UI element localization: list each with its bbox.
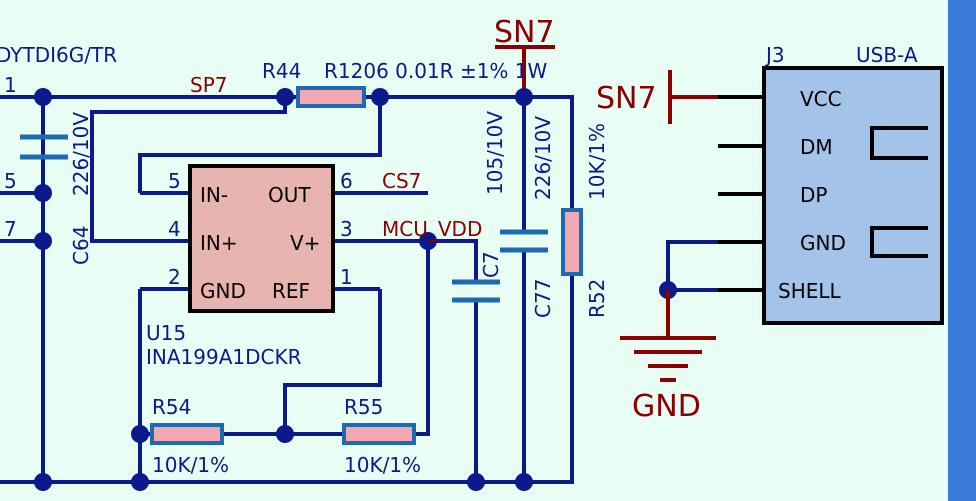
- label-u15-vplus: V+: [290, 231, 320, 255]
- label-r54-value: 10K/1%: [152, 453, 229, 477]
- label-u15-pin2: 2: [168, 265, 181, 289]
- label-r52-value: 10K/1%: [585, 123, 609, 200]
- label-u15-ref: REF: [272, 279, 310, 303]
- label-u15-out: OUT: [268, 183, 311, 207]
- label-j3-dm: DM: [800, 135, 833, 159]
- junction-dots: [34, 88, 677, 491]
- capacitor-c77: [500, 229, 548, 253]
- net-label-gnd: GND: [632, 389, 701, 424]
- resistor-r55: [342, 423, 416, 445]
- label-r55: R55: [344, 395, 383, 419]
- resistor-r54: [150, 423, 224, 445]
- label-j3-vcc: VCC: [800, 87, 842, 111]
- label-c7: C7: [479, 251, 503, 278]
- label-c64-value: 226/10V: [69, 112, 93, 196]
- junction-dot: [467, 473, 485, 491]
- label-pin-7-left: 7: [4, 217, 17, 241]
- label-u15-in-plus: IN+: [200, 231, 238, 255]
- label-r52: R52: [585, 279, 609, 318]
- wire-r55-right: [414, 241, 430, 436]
- label-u15-in-minus: IN-: [200, 183, 228, 207]
- label-j3-dp: DP: [800, 183, 827, 207]
- junction-dot: [131, 425, 149, 443]
- junction-dot: [34, 184, 52, 202]
- net-label-mcu-vdd: MCU_VDD: [382, 217, 482, 241]
- junction-dot: [34, 88, 52, 106]
- label-r44: R44: [262, 59, 301, 83]
- wire-u15-ref: [283, 289, 382, 434]
- label-u15-pin1: 1: [340, 265, 353, 289]
- gnd-symbol: [620, 290, 716, 382]
- label-j3: J3: [764, 43, 785, 67]
- label-c77-value: 226/10V: [531, 116, 555, 200]
- label-c7-value: 105/10V: [483, 111, 507, 195]
- label-u15-pin6: 6: [340, 169, 353, 193]
- label-j3-gnd: GND: [800, 231, 846, 255]
- connector-j3-brackets: [870, 126, 928, 258]
- connector-j3-pins: [718, 95, 764, 292]
- label-c77: C77: [531, 279, 555, 318]
- label-part-number: DYTDI6G/TR: [0, 43, 117, 67]
- capacitor-c7: [452, 279, 500, 303]
- wires: [0, 95, 574, 484]
- wire-in-plus: [90, 97, 287, 243]
- wire-in-minus: [138, 97, 382, 193]
- label-u15-gnd: GND: [200, 279, 246, 303]
- label-pin-1-left: 1: [4, 73, 17, 97]
- label-r55-value: 10K/1%: [344, 453, 421, 477]
- junction-dot: [131, 473, 149, 491]
- junction-dot: [34, 473, 52, 491]
- junction-dot: [276, 425, 294, 443]
- resistor-r52: [561, 208, 583, 276]
- label-u15-ref-des: U15: [146, 321, 186, 345]
- label-r44-value: R1206 0.01R ±1% 1W: [324, 59, 548, 83]
- wire-vplus: [380, 239, 478, 280]
- junction-dot: [515, 473, 533, 491]
- label-u15-pin5: 5: [168, 169, 181, 193]
- sn7-usb-symbol: [668, 70, 718, 124]
- label-u15-part: INA199A1DCKR: [146, 345, 302, 369]
- wire-top-rail-right: [364, 95, 574, 210]
- junction-dot: [371, 88, 389, 106]
- label-c64: C64: [69, 226, 93, 265]
- label-j3-type: USB-A: [856, 43, 918, 67]
- label-u15-pin4: 4: [168, 217, 181, 241]
- label-u15-pin3: 3: [340, 217, 353, 241]
- junction-dot: [515, 88, 533, 106]
- net-label-sn7-usb: SN7: [596, 81, 657, 116]
- right-edge-gap: [944, 0, 948, 501]
- wire-usb-gnd: [666, 240, 718, 292]
- capacitor-c64: [20, 134, 68, 160]
- label-pin-5-left: 5: [4, 169, 17, 193]
- junction-dot: [276, 88, 294, 106]
- wire-bottom-rail: [0, 274, 574, 484]
- ic-u15-body: [188, 164, 335, 313]
- net-label-sp7: SP7: [190, 73, 227, 97]
- label-j3-shell: SHELL: [778, 279, 842, 303]
- junction-dot: [419, 232, 437, 250]
- net-label-sn7-top: SN7: [494, 15, 555, 50]
- junction-dot: [34, 232, 52, 250]
- connector-j3-body: [762, 66, 944, 325]
- right-edge-bar: [948, 0, 976, 501]
- label-r54: R54: [152, 395, 191, 419]
- resistor-r44: [296, 86, 366, 108]
- net-label-cs7: CS7: [382, 169, 421, 193]
